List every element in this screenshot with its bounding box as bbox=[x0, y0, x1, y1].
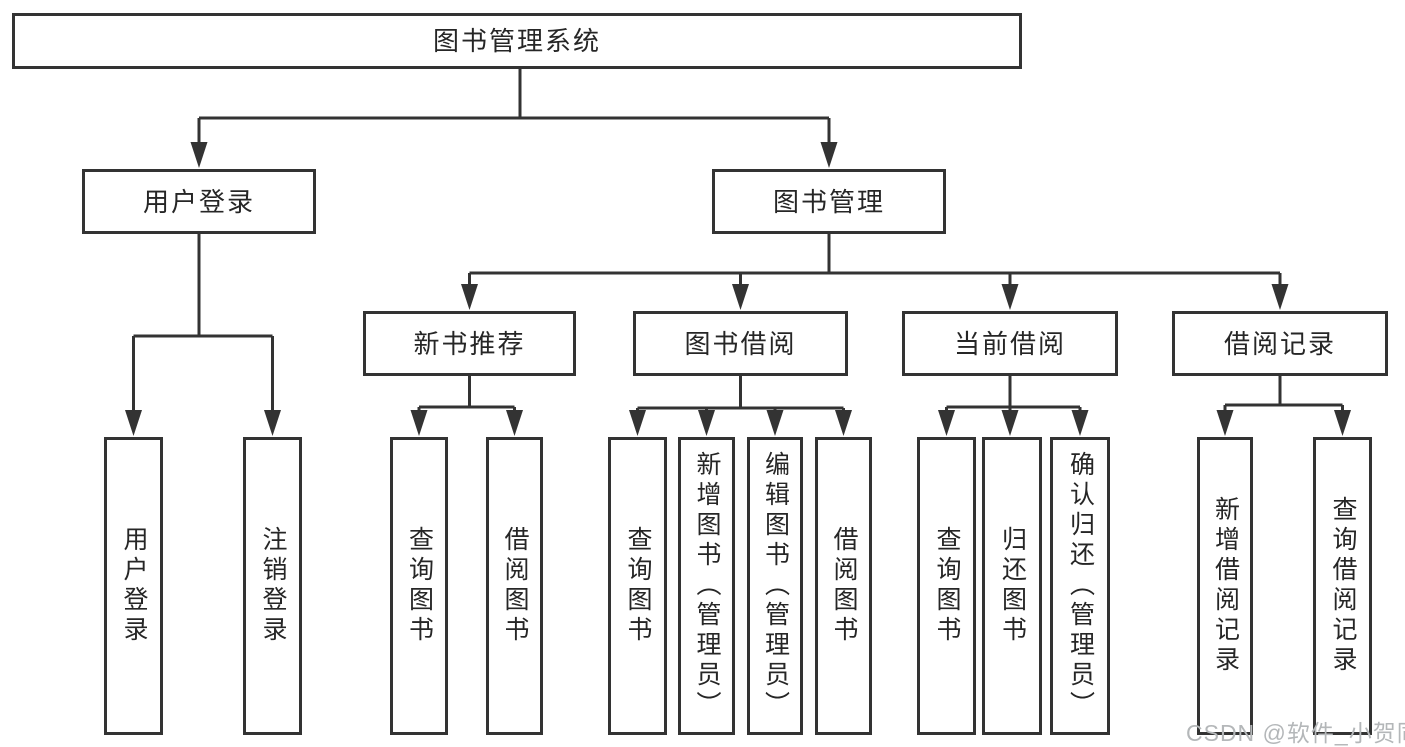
leaf-nb-search-book: 查询图书 bbox=[390, 437, 448, 735]
leaf-br-add-record: 新增借阅记录 bbox=[1197, 437, 1253, 735]
leaf-bb-borrow-book: 借阅图书 bbox=[815, 437, 872, 735]
node-book-management: 图书管理 bbox=[712, 169, 946, 234]
node-new-book-recommend: 新书推荐 bbox=[363, 311, 576, 376]
leaf-br-search-record: 查询借阅记录 bbox=[1313, 437, 1372, 735]
node-root: 图书管理系统 bbox=[12, 13, 1022, 69]
leaf-cb-confirm-return-admin: 确认归还（管理员） bbox=[1050, 437, 1110, 735]
leaf-bb-edit-book-admin: 编辑图书（管理员） bbox=[747, 437, 803, 735]
node-book-borrowing: 图书借阅 bbox=[633, 311, 848, 376]
leaf-nb-borrow-book: 借阅图书 bbox=[486, 437, 543, 735]
node-borrowing-records: 借阅记录 bbox=[1172, 311, 1388, 376]
watermark: CSDN @软件_小贺同学 bbox=[1186, 720, 1405, 746]
leaf-logout: 注销登录 bbox=[243, 437, 302, 735]
leaf-bb-search-book: 查询图书 bbox=[608, 437, 667, 735]
leaf-bb-add-book-admin: 新增图书（管理员） bbox=[678, 437, 735, 735]
node-user-login-branch: 用户登录 bbox=[82, 169, 316, 234]
leaf-cb-return-book: 归还图书 bbox=[982, 437, 1042, 735]
leaf-user-login: 用户登录 bbox=[104, 437, 163, 735]
arrowheads bbox=[125, 142, 1351, 436]
node-current-borrowing: 当前借阅 bbox=[902, 311, 1118, 376]
leaf-cb-search-book: 查询图书 bbox=[917, 437, 976, 735]
